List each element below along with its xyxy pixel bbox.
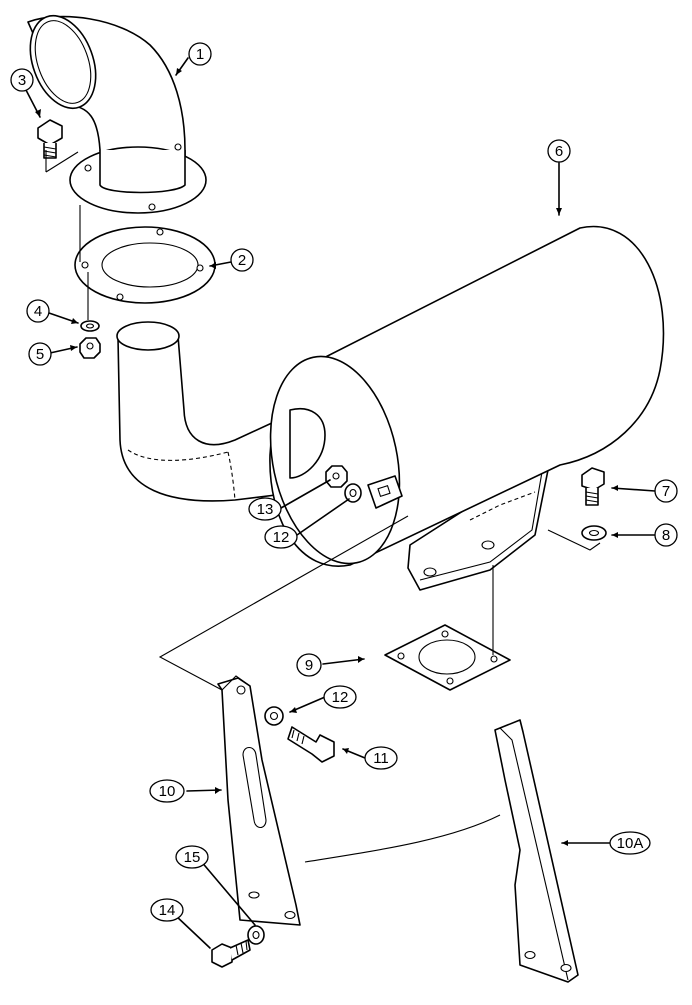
svg-text:6: 6	[555, 143, 563, 160]
callout-15: 15	[175, 845, 209, 869]
part-6-muffler	[269, 225, 665, 591]
callout-leaders	[25, 57, 656, 949]
svg-text:15: 15	[184, 849, 201, 866]
svg-text:7: 7	[662, 483, 670, 500]
alignment-line	[158, 515, 409, 691]
callout-9: 9	[296, 653, 322, 677]
alignment-line	[304, 814, 501, 863]
part-11-bolt	[287, 726, 335, 763]
svg-text:13: 13	[257, 501, 274, 518]
callout-11: 11	[364, 746, 398, 770]
callout-12-lower: 12	[323, 685, 357, 709]
part-7-bolt	[581, 467, 605, 506]
callout-3: 3	[10, 68, 34, 92]
callout-13: 13	[248, 497, 282, 521]
svg-text:10: 10	[159, 783, 176, 800]
svg-text:12: 12	[332, 689, 349, 706]
callout-10a: 10A	[609, 831, 651, 855]
part-4-washer	[80, 320, 100, 332]
callout-2: 2	[230, 248, 254, 272]
svg-text:4: 4	[34, 303, 42, 320]
svg-text:1: 1	[196, 46, 204, 63]
svg-text:5: 5	[36, 346, 44, 363]
part-12-washer-upper	[344, 483, 362, 503]
part-1-exhaust-elbow	[27, 14, 207, 214]
callout-6: 6	[547, 139, 571, 163]
muffler-inlet-pipe	[116, 321, 301, 502]
svg-text:12: 12	[273, 529, 290, 546]
svg-text:10A: 10A	[617, 835, 644, 852]
alignment-line	[547, 529, 601, 551]
part-13-nut	[325, 465, 348, 488]
callout-4: 4	[26, 299, 50, 323]
part-3-bolt	[37, 119, 79, 173]
part-5-nut	[79, 337, 101, 359]
callout-5: 5	[28, 342, 52, 366]
part-14-bolt	[211, 939, 251, 968]
part-12-washer-lower	[264, 706, 284, 726]
callout-1: 1	[188, 42, 212, 66]
svg-text:9: 9	[305, 657, 313, 674]
callout-8: 8	[654, 523, 678, 547]
callout-12-upper: 12	[264, 525, 298, 549]
part-8-washer	[581, 525, 607, 541]
callout-10: 10	[149, 779, 185, 803]
part-9-flat-gasket	[384, 624, 511, 691]
svg-text:11: 11	[373, 750, 389, 767]
callout-7: 7	[654, 479, 678, 503]
part-15-washer	[247, 925, 265, 945]
callout-14: 14	[150, 898, 184, 922]
svg-text:14: 14	[159, 902, 176, 919]
svg-text:2: 2	[238, 252, 246, 269]
part-2-gasket	[74, 226, 216, 304]
part-10-bracket	[217, 675, 301, 926]
part-10a-bracket	[494, 719, 579, 983]
svg-text:8: 8	[662, 527, 670, 544]
svg-text:3: 3	[18, 72, 26, 89]
